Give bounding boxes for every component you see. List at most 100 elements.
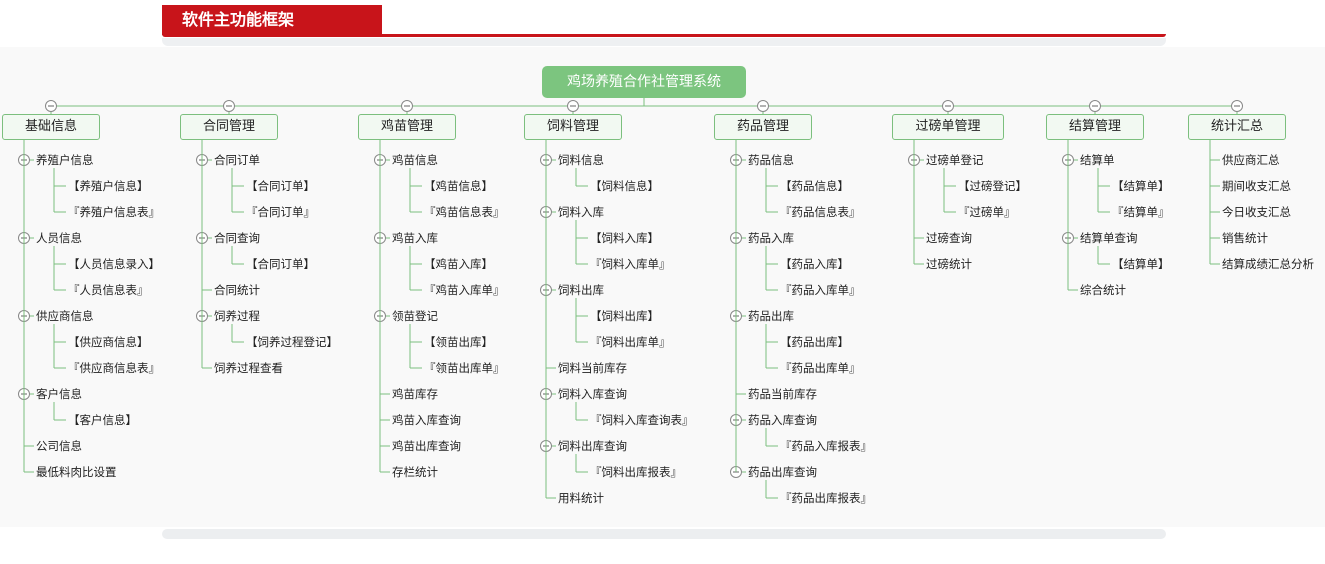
footer-scrollbar[interactable] bbox=[162, 529, 1166, 539]
item-4-5[interactable]: 药品出库查询 bbox=[748, 465, 817, 479]
item-7-1[interactable]: 期间收支汇总 bbox=[1222, 179, 1291, 193]
child-3-2-0[interactable]: 【饲料出库】 bbox=[590, 309, 659, 323]
item-4-0[interactable]: 药品信息 bbox=[748, 153, 794, 167]
item-4-3[interactable]: 药品当前库存 bbox=[748, 387, 817, 401]
branch-node-3[interactable]: 饲料管理 bbox=[524, 114, 622, 140]
branch-collapse-icon-3[interactable] bbox=[567, 100, 579, 112]
item-0-5[interactable]: 最低料肉比设置 bbox=[36, 465, 117, 479]
item-6-2[interactable]: 综合统计 bbox=[1080, 283, 1126, 297]
item-7-4[interactable]: 结算成绩汇总分析 bbox=[1222, 257, 1314, 271]
item-2-6[interactable]: 存栏统计 bbox=[392, 465, 438, 479]
branch-node-6[interactable]: 结算管理 bbox=[1046, 114, 1144, 140]
child-0-3-0[interactable]: 【客户信息】 bbox=[68, 413, 137, 427]
item-7-3[interactable]: 销售统计 bbox=[1222, 231, 1268, 245]
child-4-1-0[interactable]: 【药品入库】 bbox=[780, 257, 849, 271]
branch-node-0[interactable]: 基础信息 bbox=[2, 114, 100, 140]
item-0-3[interactable]: 客户信息 bbox=[36, 387, 82, 401]
item-1-4[interactable]: 饲养过程查看 bbox=[214, 361, 283, 375]
item-0-2[interactable]: 供应商信息 bbox=[36, 309, 94, 323]
item-2-1[interactable]: 鸡苗入库 bbox=[392, 231, 438, 245]
child-5-0-1[interactable]: 『过磅单』 bbox=[958, 205, 1016, 219]
branch-node-5[interactable]: 过磅单管理 bbox=[892, 114, 1004, 140]
child-0-2-0[interactable]: 【供应商信息】 bbox=[68, 335, 149, 349]
item-5-0[interactable]: 过磅单登记 bbox=[926, 153, 984, 167]
branch-node-4[interactable]: 药品管理 bbox=[714, 114, 812, 140]
child-3-0-0[interactable]: 【饲料信息】 bbox=[590, 179, 659, 193]
child-5-0-0[interactable]: 【过磅登记】 bbox=[958, 179, 1027, 193]
child-1-0-1[interactable]: 『合同订单』 bbox=[246, 205, 315, 219]
child-3-2-1[interactable]: 『饲料出库单』 bbox=[590, 335, 671, 349]
child-0-1-1[interactable]: 『人员信息表』 bbox=[68, 283, 149, 297]
branch-node-2[interactable]: 鸡苗管理 bbox=[358, 114, 456, 140]
branch-collapse-icon-6[interactable] bbox=[1089, 100, 1101, 112]
child-0-2-1[interactable]: 『供应商信息表』 bbox=[68, 361, 160, 375]
branch-collapse-icon-1[interactable] bbox=[223, 100, 235, 112]
child-1-1-0[interactable]: 【合同订单】 bbox=[246, 257, 315, 271]
item-7-0[interactable]: 供应商汇总 bbox=[1222, 153, 1280, 167]
root-node[interactable]: 鸡场养殖合作社管理系统 bbox=[542, 66, 746, 98]
item-1-2[interactable]: 合同统计 bbox=[214, 283, 260, 297]
item-0-0[interactable]: 养殖户信息 bbox=[36, 153, 94, 167]
item-3-3[interactable]: 饲料当前库存 bbox=[558, 361, 627, 375]
child-4-0-1[interactable]: 『药品信息表』 bbox=[780, 205, 861, 219]
item-3-2[interactable]: 饲料出库 bbox=[558, 283, 604, 297]
item-6-1[interactable]: 结算单查询 bbox=[1080, 231, 1138, 245]
item-1-0[interactable]: 合同订单 bbox=[214, 153, 260, 167]
item-6-0[interactable]: 结算单 bbox=[1080, 153, 1115, 167]
child-2-0-1[interactable]: 『鸡苗信息表』 bbox=[424, 205, 505, 219]
branch-node-1[interactable]: 合同管理 bbox=[180, 114, 278, 140]
header-title: 软件主功能框架 bbox=[162, 5, 382, 35]
item-2-0[interactable]: 鸡苗信息 bbox=[392, 153, 438, 167]
item-3-1[interactable]: 饲料入库 bbox=[558, 205, 604, 219]
child-4-5-0[interactable]: 『药品出库报表』 bbox=[780, 491, 872, 505]
item-7-2[interactable]: 今日收支汇总 bbox=[1222, 205, 1291, 219]
branch-collapse-icon-7[interactable] bbox=[1231, 100, 1243, 112]
child-6-1-0[interactable]: 【结算单】 bbox=[1112, 257, 1170, 271]
item-2-4[interactable]: 鸡苗入库查询 bbox=[392, 413, 461, 427]
child-2-2-0[interactable]: 【领苗出库】 bbox=[424, 335, 493, 349]
item-2-3[interactable]: 鸡苗库存 bbox=[392, 387, 438, 401]
item-4-1[interactable]: 药品入库 bbox=[748, 231, 794, 245]
item-3-5[interactable]: 饲料出库查询 bbox=[558, 439, 627, 453]
child-3-1-0[interactable]: 【饲料入库】 bbox=[590, 231, 659, 245]
child-0-0-1[interactable]: 『养殖户信息表』 bbox=[68, 205, 160, 219]
child-2-2-1[interactable]: 『领苗出库单』 bbox=[424, 361, 505, 375]
item-5-2[interactable]: 过磅统计 bbox=[926, 257, 972, 271]
branch-node-7[interactable]: 统计汇总 bbox=[1188, 114, 1286, 140]
item-0-1[interactable]: 人员信息 bbox=[36, 231, 82, 245]
branch-collapse-icon-0[interactable] bbox=[45, 100, 57, 112]
branch-collapse-icon-5[interactable] bbox=[942, 100, 954, 112]
branch-collapse-icon-4[interactable] bbox=[757, 100, 769, 112]
item-3-4[interactable]: 饲料入库查询 bbox=[558, 387, 627, 401]
child-3-4-0[interactable]: 『饲料入库查询表』 bbox=[590, 413, 694, 427]
child-0-1-0[interactable]: 【人员信息录入】 bbox=[68, 257, 160, 271]
child-1-3-0[interactable]: 【饲养过程登记】 bbox=[246, 335, 338, 349]
child-3-5-0[interactable]: 『饲料出库报表』 bbox=[590, 465, 682, 479]
item-1-3[interactable]: 饲养过程 bbox=[214, 309, 260, 323]
child-2-1-0[interactable]: 【鸡苗入库】 bbox=[424, 257, 493, 271]
item-2-2[interactable]: 领苗登记 bbox=[392, 309, 438, 323]
child-1-0-0[interactable]: 【合同订单】 bbox=[246, 179, 315, 193]
child-6-0-0[interactable]: 【结算单】 bbox=[1112, 179, 1170, 193]
child-4-2-0[interactable]: 【药品出库】 bbox=[780, 335, 849, 349]
child-2-1-1[interactable]: 『鸡苗入库单』 bbox=[424, 283, 505, 297]
item-1-1[interactable]: 合同查询 bbox=[214, 231, 260, 245]
item-3-6[interactable]: 用料统计 bbox=[558, 491, 604, 505]
item-4-4[interactable]: 药品入库查询 bbox=[748, 413, 817, 427]
child-4-4-0[interactable]: 『药品入库报表』 bbox=[780, 439, 872, 453]
child-3-1-1[interactable]: 『饲料入库单』 bbox=[590, 257, 671, 271]
item-5-1[interactable]: 过磅查询 bbox=[926, 231, 972, 245]
item-0-4[interactable]: 公司信息 bbox=[36, 439, 82, 453]
branch-collapse-icon-2[interactable] bbox=[401, 100, 413, 112]
child-4-2-1[interactable]: 『药品出库单』 bbox=[780, 361, 861, 375]
item-3-0[interactable]: 饲料信息 bbox=[558, 153, 604, 167]
child-4-0-0[interactable]: 【药品信息】 bbox=[780, 179, 849, 193]
child-6-0-1[interactable]: 『结算单』 bbox=[1112, 205, 1170, 219]
child-2-0-0[interactable]: 【鸡苗信息】 bbox=[424, 179, 493, 193]
item-2-5[interactable]: 鸡苗出库查询 bbox=[392, 439, 461, 453]
child-0-0-0[interactable]: 【养殖户信息】 bbox=[68, 179, 149, 193]
child-4-1-1[interactable]: 『药品入库单』 bbox=[780, 283, 861, 297]
item-4-2[interactable]: 药品出库 bbox=[748, 309, 794, 323]
